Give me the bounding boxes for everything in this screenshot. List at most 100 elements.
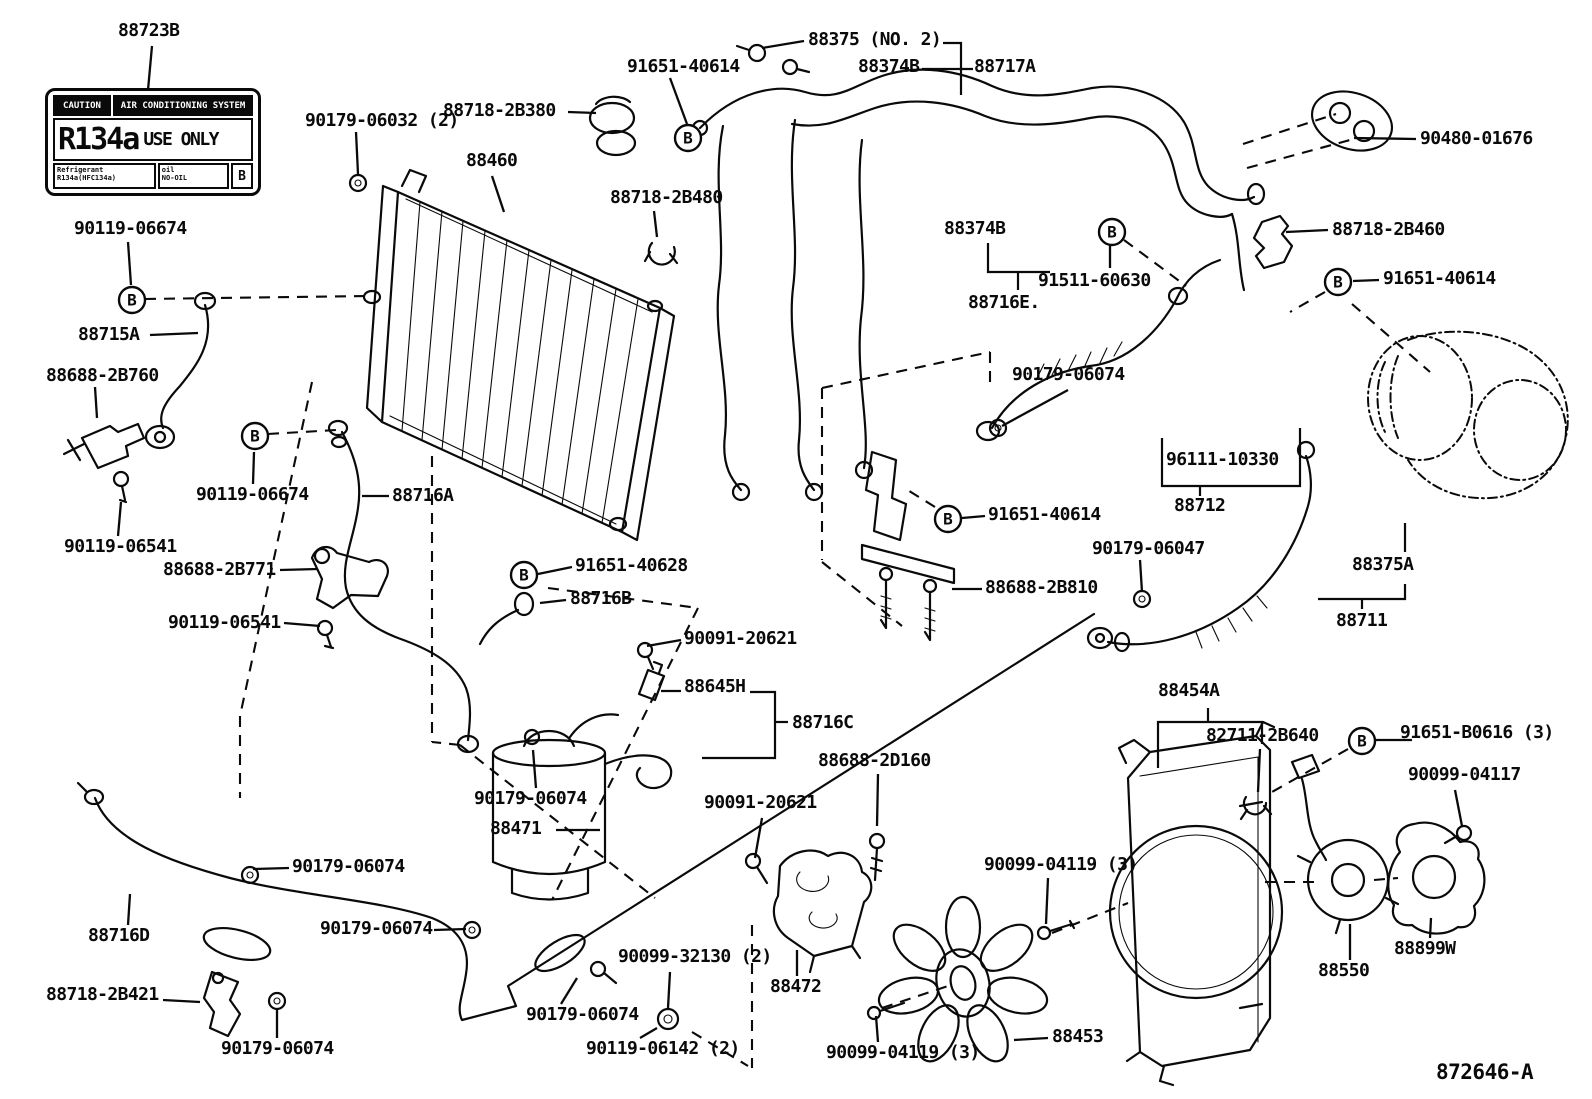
- b-reference-marker: B: [117, 285, 147, 315]
- callout-bracket: [986, 243, 1050, 274]
- part-number-label: 88454A: [1158, 680, 1220, 701]
- b-reference-marker: B: [1323, 267, 1353, 297]
- part-number-label: 90099-04119 (3): [826, 1042, 980, 1063]
- part-number-label: 88716B: [570, 588, 632, 609]
- part-number-label: 90091-20621: [704, 792, 817, 813]
- part-number-label: 90480-01676: [1420, 128, 1533, 149]
- assembly-dashed-line: [547, 586, 699, 610]
- assembly-dashed-line: [691, 1031, 749, 1067]
- callout-bracket: [943, 41, 963, 95]
- part-number-label: 91511-60630: [1038, 270, 1151, 291]
- leader-line: [560, 977, 578, 1005]
- part-number-label: 88716A: [392, 485, 454, 506]
- part-number-label: 88688-2B760: [46, 365, 159, 386]
- svg-text:B: B: [683, 129, 693, 148]
- svg-text:B: B: [1357, 732, 1367, 751]
- part-number-label: 88471: [490, 818, 542, 839]
- assembly-dashed-line: [1242, 113, 1337, 145]
- assembly-dashed-line: [1051, 902, 1129, 934]
- part-number-label: 88712: [1174, 495, 1226, 516]
- caution-main-row: R134a USE ONLY: [53, 118, 253, 161]
- part-number-label: 90099-04119 (3): [984, 854, 1138, 875]
- leader-line: [646, 638, 682, 648]
- svg-text:B: B: [943, 510, 953, 529]
- assembly-dashed-line: [821, 561, 903, 627]
- part-number-label: 90179-06074: [526, 1004, 639, 1025]
- part-number-label: 88453: [1052, 1026, 1104, 1047]
- part-number-label: 90119-06674: [74, 218, 187, 239]
- assembly-dashed-line: [881, 985, 949, 1009]
- callout-bracket: [1318, 584, 1407, 601]
- part-number-label: 90179-06074: [221, 1038, 334, 1059]
- leader-line: [666, 971, 672, 1009]
- part-number-label: 88688-2B771: [163, 559, 276, 580]
- part-number-label: 91651-40628: [575, 555, 688, 576]
- label-badge: B: [231, 163, 253, 189]
- assembly-dashed-line: [551, 607, 699, 901]
- b-reference-marker: B: [933, 504, 963, 534]
- leader-line: [279, 567, 319, 572]
- leader-line: [1013, 1036, 1049, 1042]
- oil-spec-cell: oil NO-OIL: [157, 163, 229, 189]
- part-number-label: 88375A: [1352, 554, 1414, 575]
- leader-line: [251, 451, 256, 485]
- part-number-label: 91651-B0616 (3): [1400, 722, 1554, 743]
- callout-bracket: [1160, 428, 1302, 488]
- part-number-label: 90099-04117: [1408, 764, 1521, 785]
- leader-line: [652, 210, 659, 238]
- callout-bracket: [702, 690, 777, 760]
- refrigerant-spec-cell: Refrigerant R134a(HFC134a): [53, 163, 156, 189]
- leader-line: [162, 998, 201, 1004]
- svg-text:B: B: [519, 566, 529, 585]
- caution-system-text: AIR CONDITIONING SYSTEM: [113, 95, 253, 116]
- part-number-label: 88374B: [858, 56, 920, 77]
- part-number-label: 90119-06541: [168, 612, 281, 633]
- svg-text:B: B: [1333, 273, 1343, 292]
- motor-cover: [1387, 821, 1486, 935]
- refrigerant-type-text: R134a: [58, 122, 140, 157]
- refrigerant-caution-label: CAUTION AIR CONDITIONING SYSTEM R134a US…: [45, 88, 261, 196]
- leader-line: [490, 175, 506, 213]
- leader-line: [433, 927, 467, 932]
- part-number-label: 91651-40614: [627, 56, 740, 77]
- part-number-label: 88645H: [684, 676, 746, 697]
- callout-bracket: [1156, 720, 1264, 768]
- leader-line: [539, 598, 567, 605]
- part-number-label: 90179-06074: [320, 918, 433, 939]
- b-reference-marker: B: [1097, 217, 1127, 247]
- fan-shroud: [1126, 734, 1272, 1068]
- top-hose: [698, 68, 1256, 201]
- discharge-hose: [1106, 454, 1312, 646]
- part-number-label: 90179-06047: [1092, 538, 1205, 559]
- part-number-label: 88374B: [944, 218, 1006, 239]
- use-only-text: USE ONLY: [143, 129, 219, 150]
- leader-line: [252, 866, 290, 871]
- svg-text:B: B: [250, 427, 260, 446]
- liquid-pipe: [93, 612, 1096, 1022]
- part-number-label: 90119-06674: [196, 484, 309, 505]
- leader-line: [1352, 278, 1380, 283]
- part-number-label: 88711: [1336, 610, 1388, 631]
- part-number-label: 90179-06074: [292, 856, 405, 877]
- assembly-dashed-line: [1373, 876, 1399, 882]
- assembly-dashed-line: [1271, 748, 1349, 793]
- part-number-label: 88716D: [88, 925, 150, 946]
- assembly-dashed-line: [431, 740, 461, 747]
- part-number-label: 88718-2B421: [46, 984, 159, 1005]
- leader-line: [567, 110, 597, 115]
- part-number-label: 90099-32130 (2): [618, 946, 772, 967]
- part-number-label: 90119-06541: [64, 536, 177, 557]
- leader-line: [354, 131, 360, 175]
- leader-line: [1001, 388, 1069, 428]
- leader-line: [874, 1015, 880, 1043]
- part-number-label: 88899W: [1394, 938, 1456, 959]
- leader-line: [753, 817, 764, 859]
- caution-footer: Refrigerant R134a(HFC134a) oil NO-OIL B: [53, 163, 253, 189]
- b-reference-marker: B: [509, 560, 539, 590]
- leader-line: [668, 77, 689, 125]
- leader-line: [639, 1027, 658, 1039]
- leader-line: [875, 773, 880, 827]
- leader-line: [116, 501, 123, 537]
